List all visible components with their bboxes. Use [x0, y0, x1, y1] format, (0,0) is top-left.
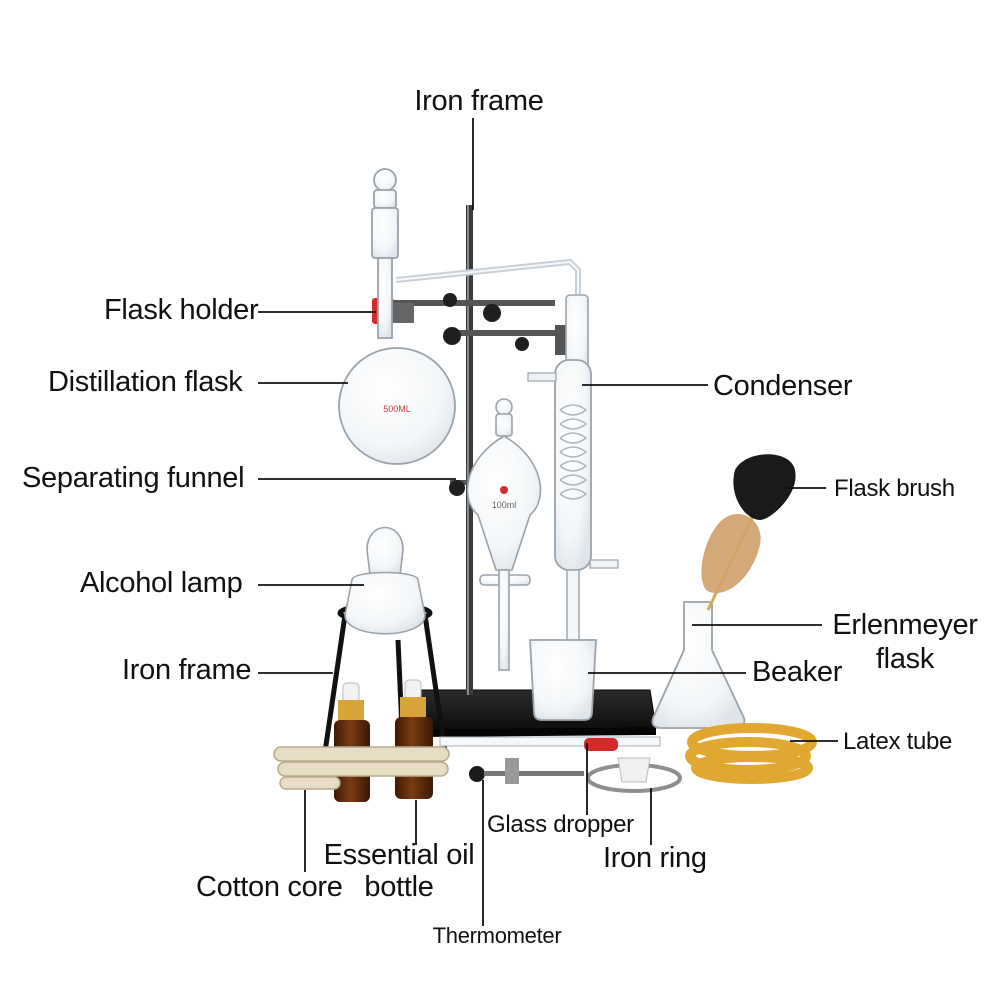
cotton-core — [273, 746, 450, 790]
label-erlenmeyer-flask: Erlenmeyer flask — [832, 609, 978, 676]
label-cotton-core: Cotton core — [196, 871, 343, 903]
label-essential-oil-bottle: Essential oil bottle — [324, 840, 475, 903]
label-flask-holder: Flask holder — [104, 294, 259, 326]
label-iron-frame-top: Iron frame — [414, 85, 544, 117]
thermometer-strip — [439, 736, 661, 747]
separating-funnel — [466, 398, 542, 671]
small-clamp — [469, 758, 584, 784]
funnel-logo-icon — [500, 486, 508, 494]
iron-frame-rod — [466, 205, 473, 695]
label-separating-funnel: Separating funnel — [22, 462, 245, 494]
beaker — [529, 639, 597, 721]
label-glass-dropper: Glass dropper — [487, 811, 634, 838]
erlenmeyer-flask — [651, 601, 746, 729]
iron-ring — [586, 757, 682, 793]
label-essential-oil-line-1: Essential oil — [323, 839, 475, 871]
label-flask-brush: Flask brush — [834, 475, 955, 502]
label-iron-frame-left: Iron frame — [122, 654, 252, 686]
label-condenser: Condenser — [713, 370, 853, 402]
label-thermometer: Thermometer — [432, 923, 562, 948]
label-erlenmeyer-line-1: Erlenmeyer — [832, 609, 978, 641]
label-alcohol-lamp: Alcohol lamp — [80, 567, 243, 599]
leader-lines — [258, 118, 838, 926]
label-iron-ring: Iron ring — [603, 842, 707, 874]
distillation-flask — [338, 168, 581, 465]
label-beaker: Beaker — [752, 656, 843, 688]
flask-volume-mark: 500ML — [383, 404, 411, 414]
flask-brush — [701, 454, 796, 611]
label-essential-oil-line-2: bottle — [364, 871, 434, 904]
label-distillation-flask: Distillation flask — [48, 366, 243, 398]
label-latex-tube: Latex tube — [843, 728, 953, 755]
condenser — [527, 294, 619, 651]
alcohol-lamp — [344, 526, 426, 635]
label-erlenmeyer-line-2: flask — [875, 643, 935, 676]
funnel-volume-mark: 100ml — [492, 500, 517, 510]
glass-dropper — [584, 738, 618, 751]
latex-tube — [685, 723, 817, 784]
